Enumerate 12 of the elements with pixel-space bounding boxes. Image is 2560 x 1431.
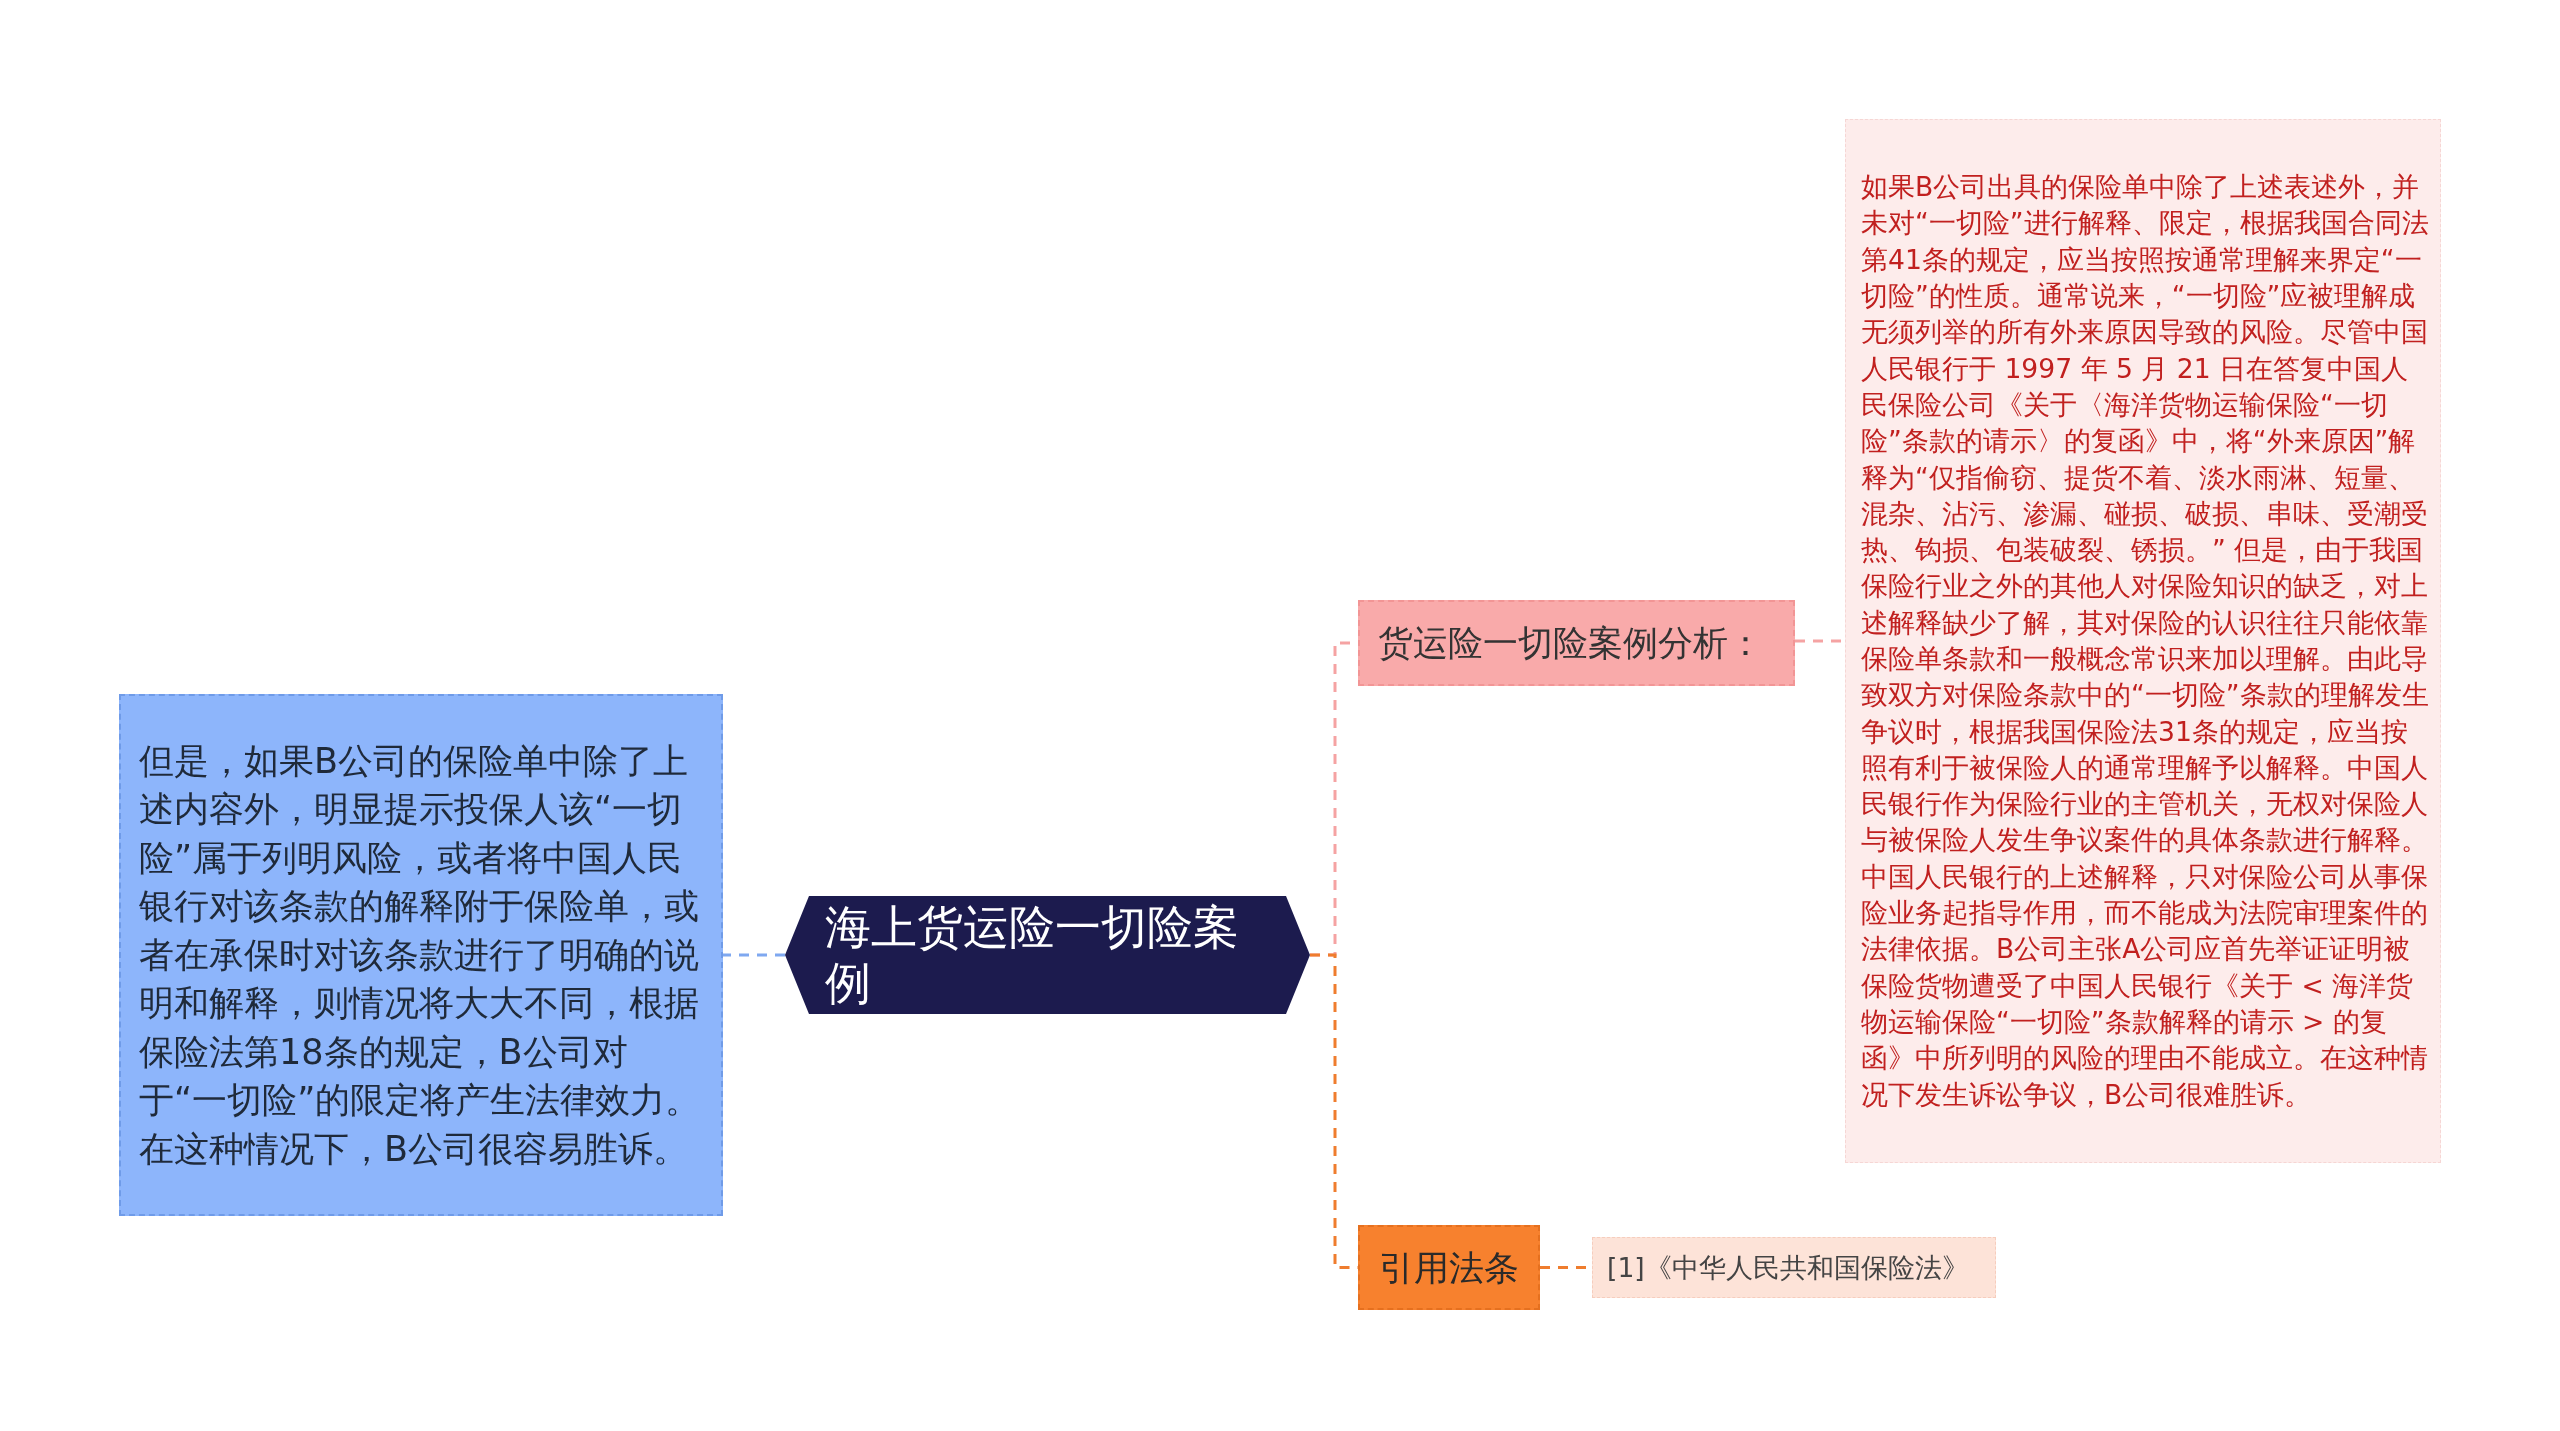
node-text: [1]《中华人民共和国保险法》 (1607, 1250, 1969, 1285)
node-text: 但是，如果B公司的保险单中除了上述内容外，明显提示投保人该“一切险”属于列明风险，或者将中国人民银行对该条款的解释附于保险单，或者在承保时对该条款进行了明确的说明和解释，则情况将大大不同，根据保险法第18条的规定，B公司对于“一切险”的限定将产生法律效力。在这种情况下，B公司很容易胜诉。 (139, 739, 701, 1171)
branch-box (1358, 1225, 1540, 1310)
reference-box (1592, 1237, 1996, 1298)
node-text: 货运险一切险案例分析： (1378, 622, 1763, 665)
text-box (119, 694, 723, 1216)
connector (723, 953, 785, 957)
branch-box (1358, 600, 1795, 686)
topic-label: 海上货运险一切险案例 (825, 899, 1240, 1011)
node-text: 引用法条 (1379, 1246, 1519, 1290)
node-text: 如果B公司出具的保险单中除了上述表述外，并未对“一切险”进行解释、限定，根据我国合同法第41条的规定，应当按照按通常理解来界定“一切险”的性质。通常说来，“一切险”应被理解成无须列举的所有外来原因导致的风险。尽管中国人民银行于 1997 年 5 月 21 日在答复中国人民保险公司《关于〈海洋货物运输保险“一切险”条款的请示〉的复函》中，将“外来原因”解释为“仅指偷窃、提货不着、淡水雨淋、短量、混杂、沾污、渗漏、碰损、破损、串味、受潮受热、钩损、包装破裂、锈损。” 但是，由于我国保险行业之外的其他人对保险知识的缺乏，对上述解释缺少了解，其对保险的认识往往只能依靠保险单条款和一般概念常识来加以理解。由此导致双方对保险条款中的“一切险”条款的理解发生争议时，根据我国保险法31条的规定，应当按照有利于被保险人的通常理解予以解释。中国人民银行作为保险行业的主管机关，无权对保险人与被保险人发生争议案件的具体条款进行解释。中国人民银行的上述解释，只对保险公司从事保险业务起指导作用，而不能成为法院审理案件的法律依据。B公司主张A公司应首先举证证明被保险货物遭受了中国人民银行《关于 < 海洋货物运输保险“一切险”条款解释的请示 > 的复函》中所列明的风险的理由不能成立。在这种情况下发生诉讼争议，B公司很难胜诉。 (1861, 170, 2430, 1112)
topic-hexagon (785, 896, 1310, 1014)
